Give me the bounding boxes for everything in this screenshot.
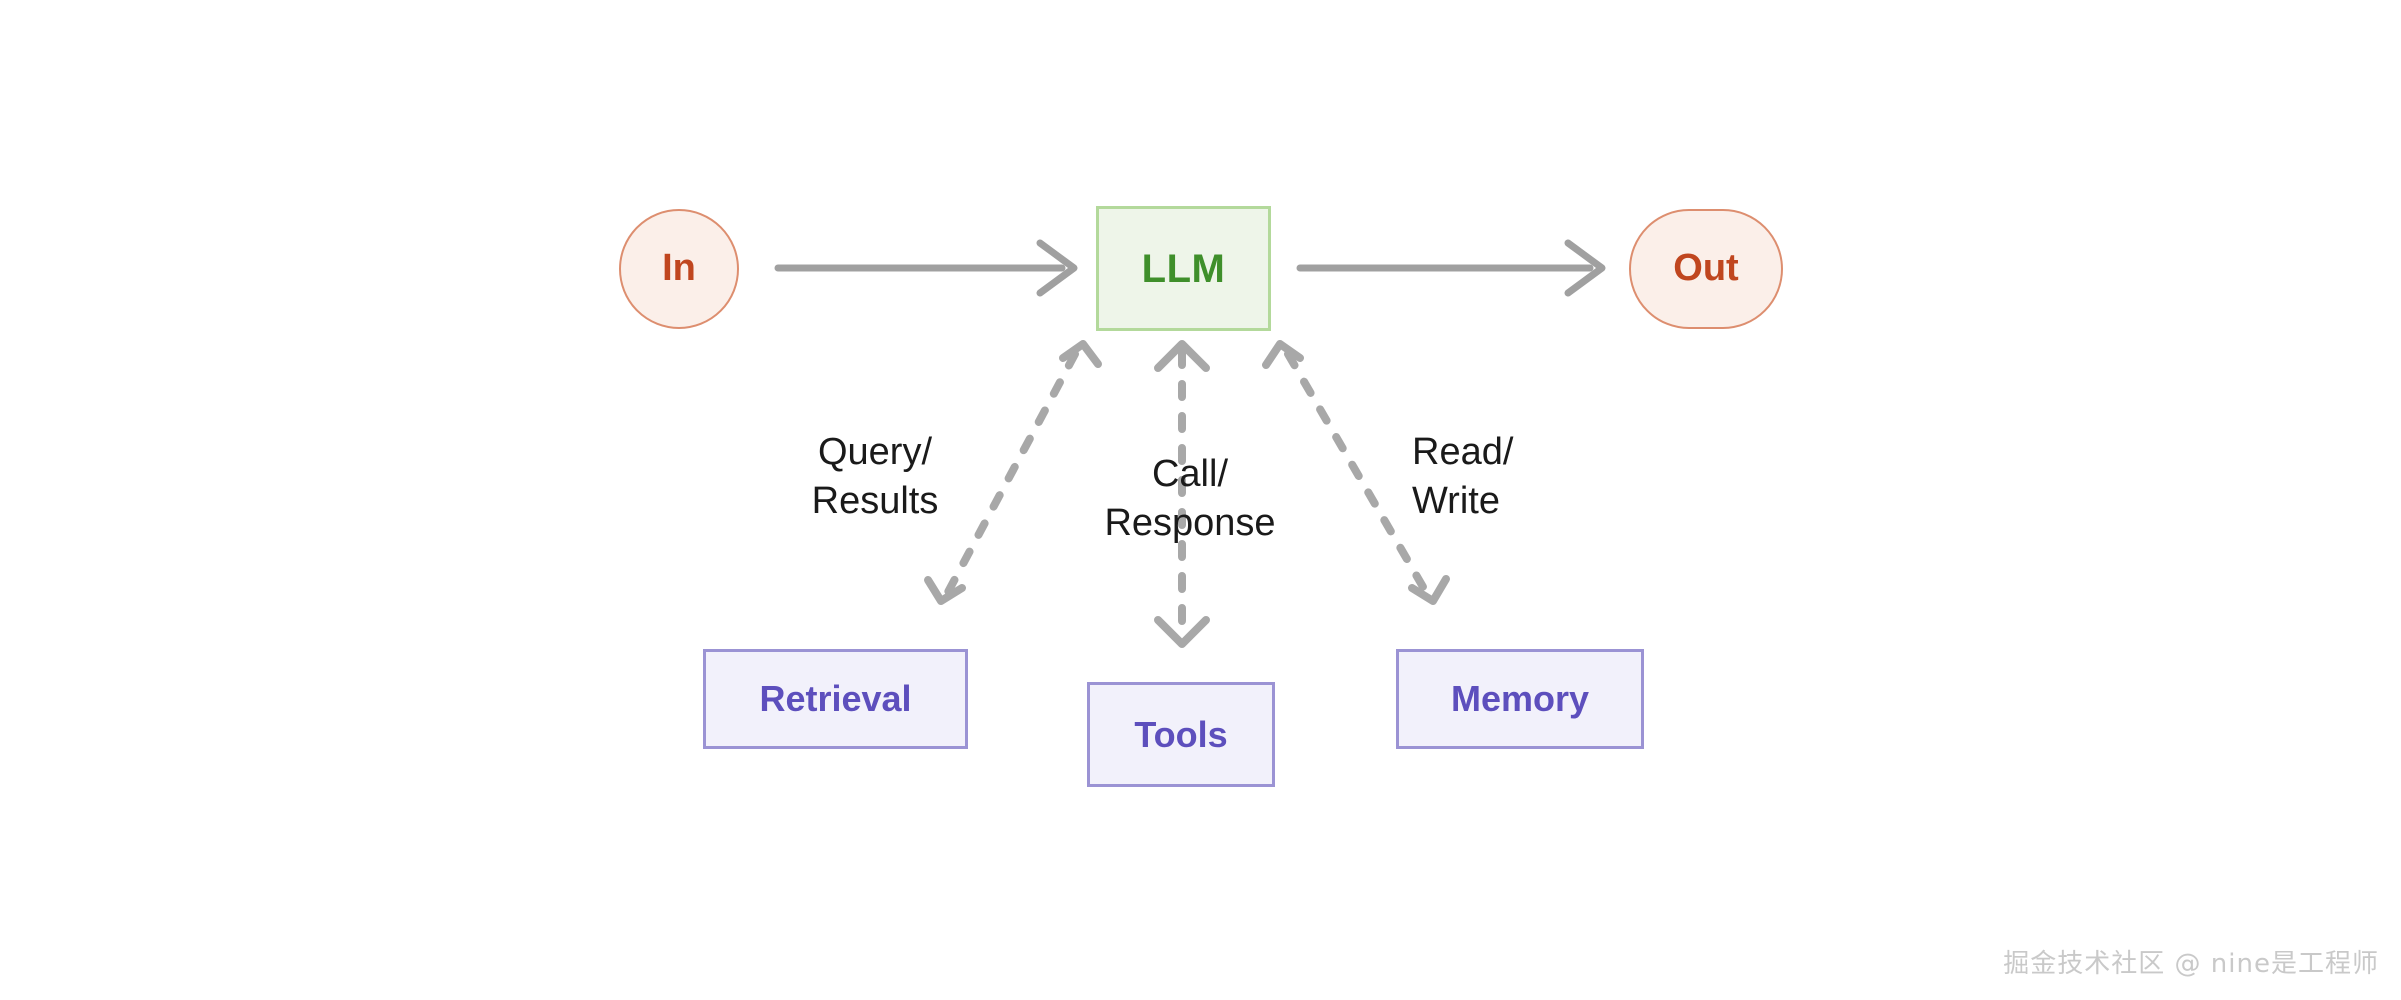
- node-input[interactable]: In: [619, 209, 739, 329]
- node-retrieval[interactable]: Retrieval: [703, 649, 968, 749]
- edge-label-call-response: Call/ Response: [1104, 453, 1276, 544]
- edge-label-query-results: Query/ Results: [811, 431, 939, 522]
- watermark: 掘金技术社区 @ nine是工程师: [2003, 949, 2379, 979]
- node-memory[interactable]: Memory: [1396, 649, 1644, 749]
- node-tools[interactable]: Tools: [1087, 682, 1275, 787]
- edge-label-read-write: Read/ Write: [1412, 431, 1514, 522]
- node-llm[interactable]: LLM: [1096, 206, 1271, 331]
- edge-llm-to-out: [1296, 239, 1606, 297]
- edge-in-to-llm: [774, 239, 1078, 297]
- node-output[interactable]: Out: [1629, 209, 1783, 329]
